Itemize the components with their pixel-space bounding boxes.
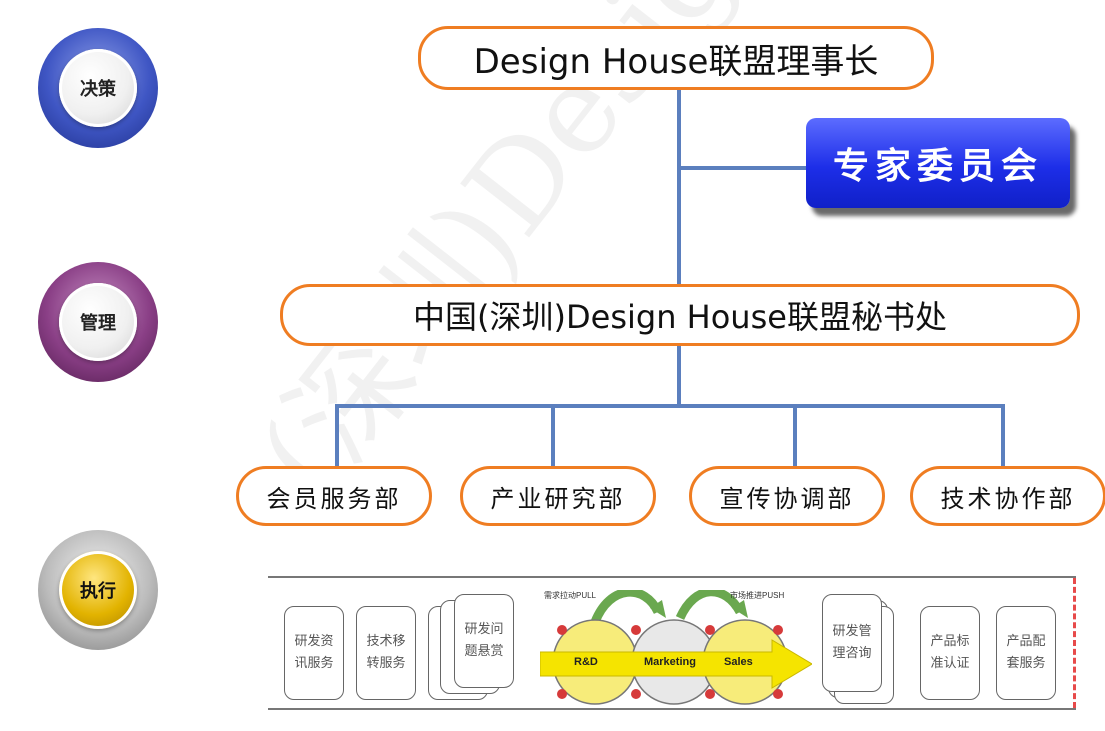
card-product-supporting-service: 产品配套服务	[996, 606, 1056, 700]
process-flow: 需求拉动PULL 市场推进PUSH R&D Marketing Sales	[539, 587, 813, 708]
department-tech-cooperation: 技术协作部	[910, 466, 1105, 526]
connector-secretariat-down	[677, 340, 681, 406]
pull-label: 需求拉动PULL	[544, 591, 597, 600]
stage-marketing: Marketing	[644, 656, 696, 668]
card-product-supporting-service-label: 产品配套服务	[1006, 634, 1046, 671]
stage-sales: Sales	[724, 656, 753, 668]
expert-committee-box: 专家委员会	[806, 118, 1070, 208]
level-execution: 执行	[38, 530, 158, 650]
department-industry-research: 产业研究部	[460, 466, 656, 526]
department-member-services: 会员服务部	[236, 466, 432, 526]
card-product-standard-cert: 产品标准认证	[920, 606, 980, 700]
card-rd-bounty: 研发问题悬赏	[454, 594, 514, 688]
connector-dept-4	[1001, 404, 1005, 468]
level-decision: 决策	[38, 28, 158, 148]
connector-dept-3	[793, 404, 797, 468]
level-execution-label: 执行	[59, 551, 137, 629]
push-label: 市场推进PUSH	[730, 591, 785, 600]
card-tech-transfer-service-label: 技术移转服务	[366, 634, 406, 671]
secretariat-box: 中国(深圳)Design House联盟秘书处	[280, 284, 1080, 346]
level-decision-label: 决策	[59, 49, 137, 127]
card-rd-management-consulting: 研发管理咨询	[822, 594, 882, 692]
level-management-label: 管理	[59, 283, 137, 361]
department-publicity: 宣传协调部	[689, 466, 885, 526]
level-management: 管理	[38, 262, 158, 382]
card-rd-info-service: 研发资讯服务	[284, 606, 344, 700]
card-rd-info-service-label: 研发资讯服务	[294, 634, 334, 671]
connector-dept-1	[335, 404, 339, 468]
card-rd-bounty-label: 研发问题悬赏	[464, 622, 504, 659]
card-tech-transfer-service: 技术移转服务	[356, 606, 416, 700]
stage-rd: R&D	[574, 656, 598, 668]
card-rd-management-consulting-label: 研发管理咨询	[832, 624, 872, 661]
connector-dept-2	[551, 404, 555, 468]
connector-chair-to-secretariat	[677, 86, 681, 286]
strip-dashed-edge	[1073, 578, 1076, 708]
chairman-box: Design House联盟理事长	[418, 26, 934, 90]
process-flow-graphic	[539, 587, 813, 705]
connector-to-expert	[679, 166, 809, 170]
connector-horizontal-bus	[335, 404, 1005, 408]
card-product-standard-cert-label: 产品标准认证	[930, 634, 970, 671]
